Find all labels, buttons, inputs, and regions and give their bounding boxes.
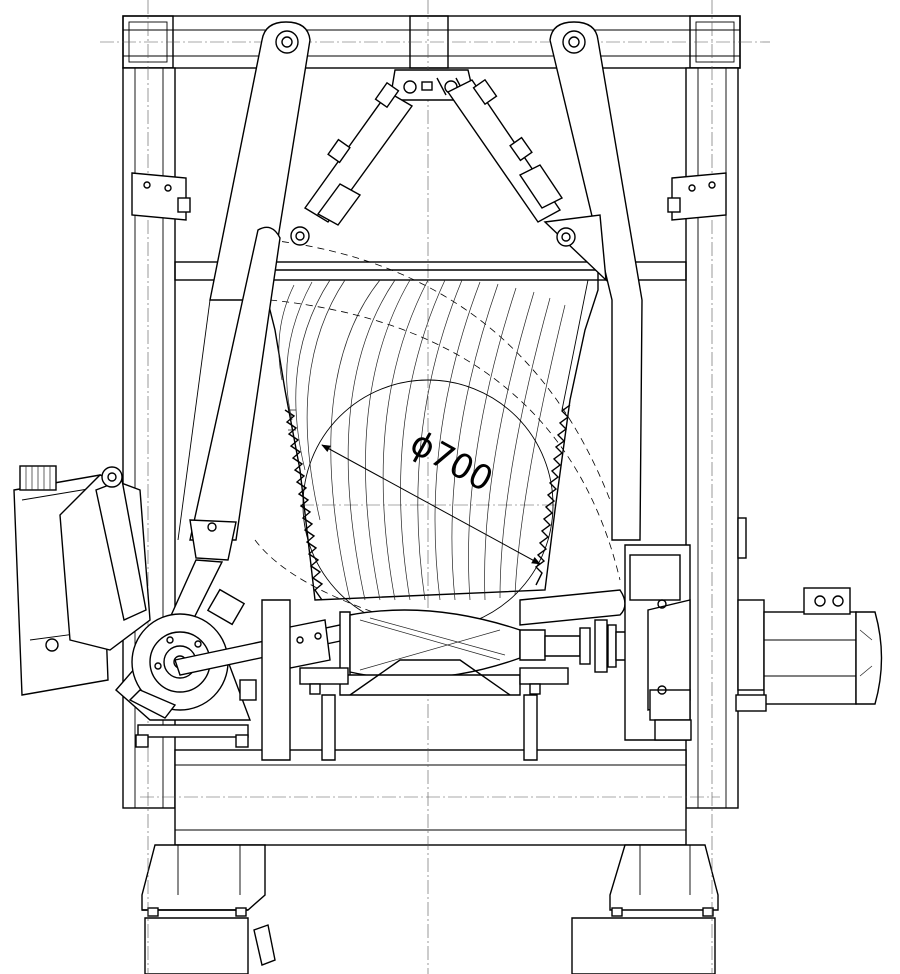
left-foot [141,844,276,974]
left-gear-motor [13,465,151,696]
lower-cradle [261,599,569,761]
right-foot [571,844,719,974]
right-side-bracket [667,172,727,221]
swing-path-arcs [254,239,621,641]
right-drive-mount [624,544,692,741]
spindle-shaft [174,589,651,680]
right-mounting-plate [737,517,747,559]
left-hanger-arm [177,21,311,546]
left-hydraulic-cylinder [290,81,414,246]
electric-motor [735,587,883,712]
left-side-bracket [131,172,191,221]
left-serrated-jaw [284,409,324,601]
right-hydraulic-cylinder [446,78,607,282]
right-hanger-arm [549,21,643,541]
hopper [264,269,599,601]
